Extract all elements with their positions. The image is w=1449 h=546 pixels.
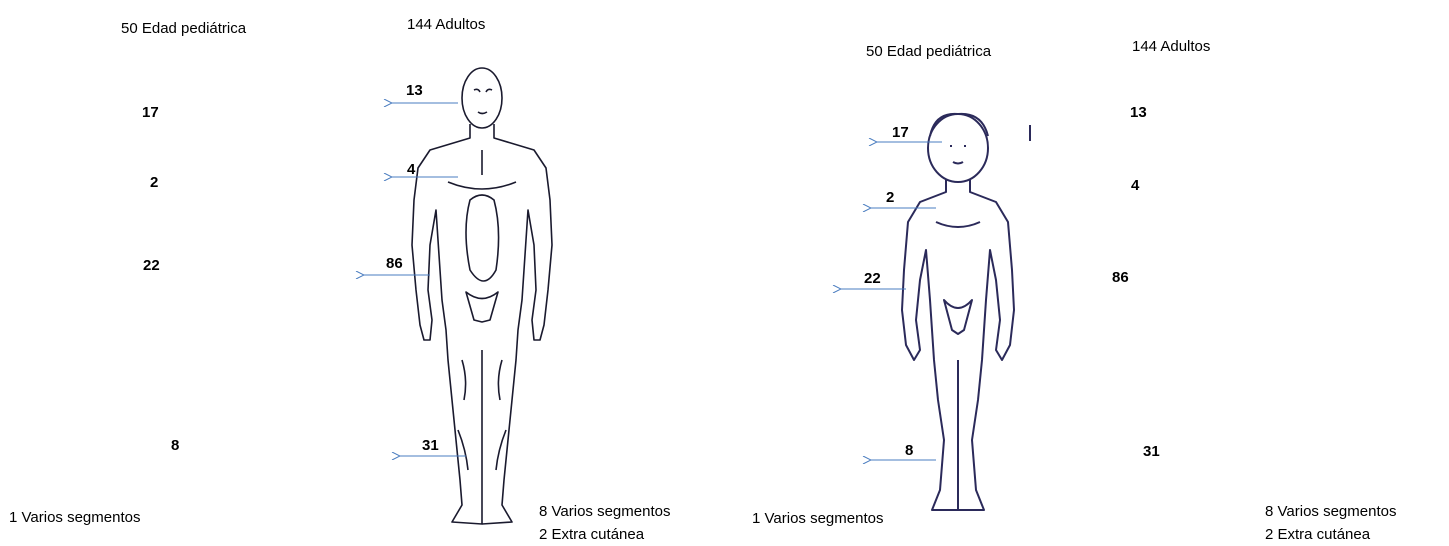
- child-body-outline: [902, 114, 1030, 510]
- right-arrows: [841, 142, 942, 460]
